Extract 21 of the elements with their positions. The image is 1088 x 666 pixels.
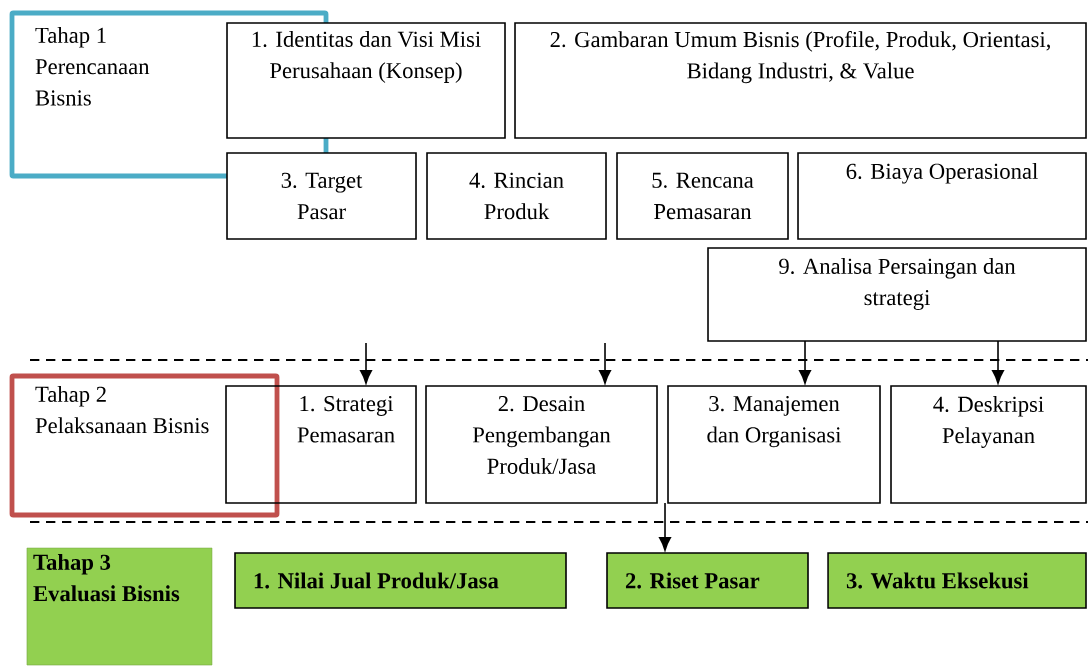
process-box: 4. Deskripsi Pelayanan [890, 385, 1087, 504]
process-box: 3. Target Pasar [226, 152, 417, 240]
arrow [599, 342, 611, 384]
stage-box: Tahap 2 Pelaksanaan Bisnis [9, 373, 280, 518]
process-box: 4. Rincian Produk [426, 152, 607, 240]
arrow [360, 342, 372, 384]
stage-box: Tahap 3 Evaluasi Bisnis [26, 547, 213, 666]
process-box: 6. Biaya Operasional [797, 152, 1087, 240]
process-box: 3. Manajemen dan Organisasi [667, 385, 881, 504]
process-box: 3. Waktu Eksekusi [827, 552, 1087, 609]
process-box: 2. Gambaran Umum Bisnis (Profile, Produk, Orientasi, Bidang Industri, & Value [514, 22, 1087, 139]
process-box: 2. Riset Pasar [606, 552, 809, 609]
arrow [659, 502, 671, 551]
process-box: 1. Nilai Jual Produk/Jasa [234, 552, 567, 609]
arrow [992, 340, 1004, 384]
arrow [799, 340, 811, 384]
process-box: 1. Identitas dan Visi Misi Perusahaan (Konsep) [226, 22, 506, 139]
process-box: 1. Strategi Pemasaran [225, 385, 417, 504]
process-box: 2. Desain Pengembangan Produk/Jasa [425, 385, 658, 504]
process-box: 5. Rencana Pemasaran [616, 152, 789, 240]
process-box: 9. Analisa Persaingan dan strategi [707, 247, 1087, 342]
